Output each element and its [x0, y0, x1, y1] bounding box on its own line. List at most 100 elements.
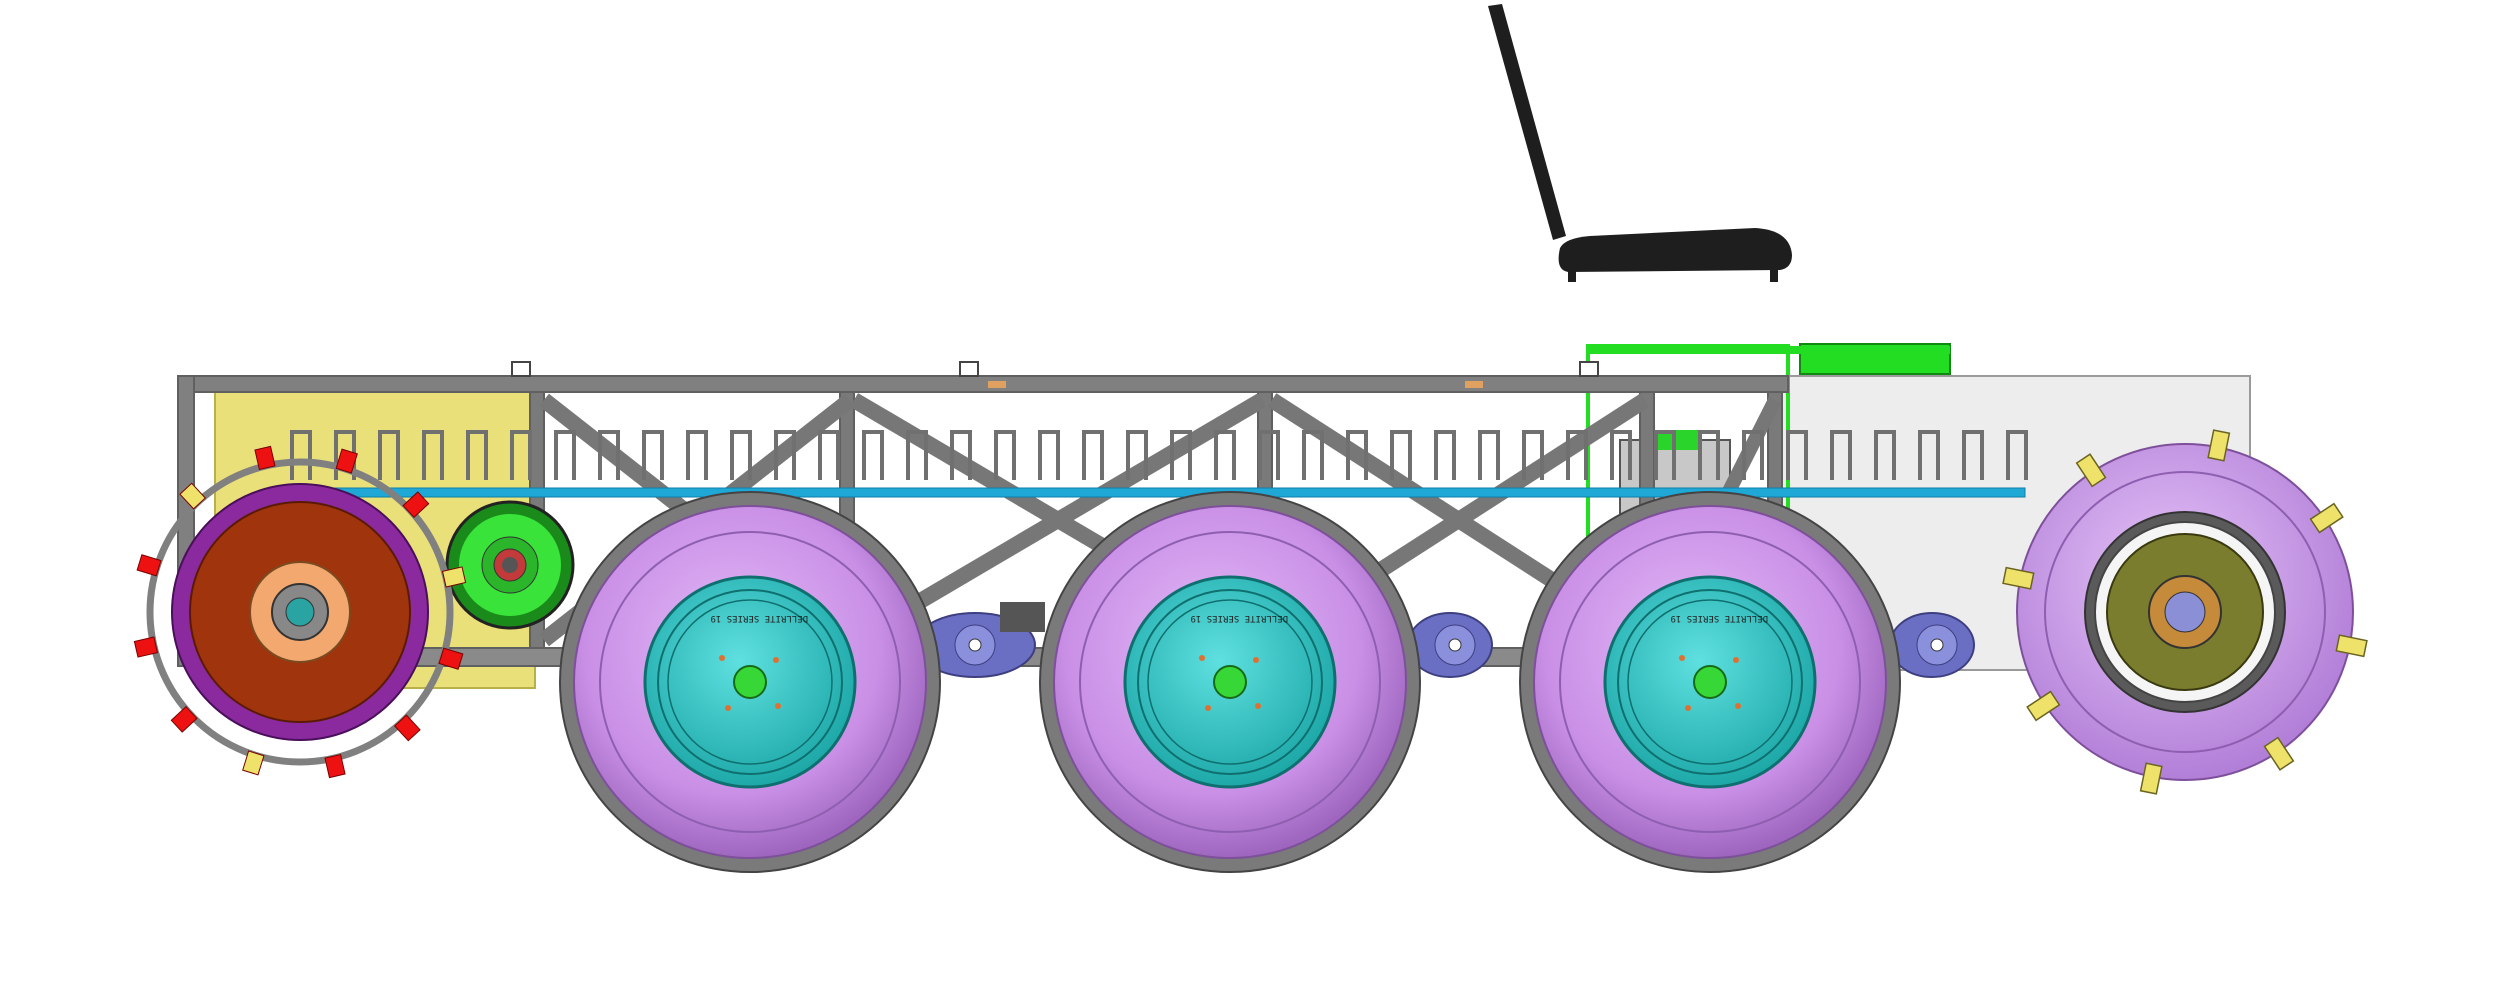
front-cleated-drum-wheel — [133, 445, 467, 779]
drum-cleat — [170, 706, 198, 733]
rack-tooth — [1082, 430, 1104, 434]
rack-tooth — [290, 430, 312, 434]
road-wheel-2: DELLRITE SERIES 19 — [1039, 491, 1421, 873]
hub-ring — [657, 589, 843, 775]
drum-cleat — [324, 753, 346, 779]
rack-tooth — [1390, 430, 1412, 434]
rack-tooth — [1610, 432, 1614, 480]
rack-tooth — [1346, 432, 1350, 480]
rack-tooth — [1126, 432, 1130, 480]
rack-tooth — [1434, 432, 1438, 480]
rear-tire-groove — [2044, 471, 2326, 753]
rack-tooth — [1628, 432, 1632, 480]
rack-tooth — [1302, 432, 1306, 480]
road-wheel-3: DELLRITE SERIES 19 — [1519, 491, 1901, 873]
rack-tooth — [1540, 432, 1544, 480]
rack-tooth — [378, 432, 382, 480]
rear-cleated-wheel — [2002, 429, 2368, 795]
rack-tooth — [598, 430, 620, 434]
rack-tooth — [1786, 430, 1808, 434]
road-wheel-1: DELLRITE SERIES 19 — [559, 491, 941, 873]
drum-cleat — [179, 482, 206, 510]
rack-tooth — [1038, 430, 1060, 434]
rear-cleat — [2263, 736, 2295, 771]
idler-roller-2 — [1407, 612, 1493, 678]
rack-tooth — [1716, 432, 1720, 480]
rack-tooth — [774, 430, 796, 434]
rear-cleat — [2335, 634, 2368, 658]
rack-tooth — [774, 432, 778, 480]
hub-label: DELLRITE SERIES 19 — [1670, 613, 1768, 623]
rack-tooth — [554, 432, 558, 480]
lug-nut — [1255, 703, 1261, 709]
drum-cleat — [242, 750, 265, 776]
rack-tooth — [1698, 432, 1702, 480]
rack-tooth — [2006, 432, 2010, 480]
tire-groove — [599, 531, 901, 833]
rack-tooth — [290, 432, 294, 480]
rack-tooth — [1478, 432, 1482, 480]
rack-tooth — [1830, 432, 1834, 480]
seat-leg — [1568, 268, 1576, 282]
rack-tooth — [1962, 430, 1984, 434]
rack-tooth — [1918, 430, 1940, 434]
rear-cleat — [2026, 690, 2061, 722]
lug-nut — [1199, 655, 1205, 661]
tire-groove — [1559, 531, 1861, 833]
rack-tooth — [1760, 432, 1764, 480]
rack-tooth — [616, 432, 620, 480]
blue-drive-bar — [274, 487, 2026, 498]
rack-tooth — [994, 432, 998, 480]
idler-roller-3 — [1889, 612, 1975, 678]
rack-tooth — [1786, 432, 1790, 480]
rear-cleat — [2075, 453, 2107, 488]
rack-tooth — [1038, 432, 1042, 480]
hub-ring — [1627, 599, 1793, 765]
rack-tooth — [704, 432, 708, 480]
lug-nut — [725, 705, 731, 711]
drum-cleat — [438, 647, 464, 670]
drum-cleat — [136, 554, 162, 577]
rack-tooth — [528, 432, 532, 480]
rack-tooth — [1918, 432, 1922, 480]
rack-tooth — [1848, 432, 1852, 480]
rack-tooth — [1742, 432, 1746, 480]
rack-tooth — [1012, 432, 1016, 480]
rack-tooth — [1874, 432, 1878, 480]
rack-tooth — [906, 432, 910, 480]
rear-cleat — [2002, 566, 2035, 590]
rack-tooth — [792, 432, 796, 480]
rack-tooth — [1654, 432, 1658, 480]
rack-tooth — [334, 430, 356, 434]
hub-label: DELLRITE SERIES 19 — [710, 613, 808, 623]
rear-cleat — [2207, 429, 2231, 462]
rack-tooth — [1056, 432, 1060, 480]
lug-nut — [1679, 655, 1685, 661]
rack-tooth — [378, 430, 400, 434]
rack-tooth — [1830, 430, 1852, 434]
drum-cleat — [402, 491, 430, 518]
hub-center — [733, 665, 767, 699]
hub-ring — [1617, 589, 1803, 775]
rack-tooth — [572, 432, 576, 480]
rack-tooth — [308, 432, 312, 480]
drum-outer-rim — [146, 458, 454, 766]
hub-center — [1693, 665, 1727, 699]
rack-tooth — [1936, 432, 1940, 480]
lug-nut — [1733, 657, 1739, 663]
rack-tooth — [862, 430, 884, 434]
rack-tooth — [748, 432, 752, 480]
rear-cleat — [2139, 762, 2163, 795]
seat-back-icon — [1488, 4, 1566, 240]
tire-groove — [1079, 531, 1381, 833]
rack-tooth — [1566, 432, 1570, 480]
rack-tooth — [686, 432, 690, 480]
rack-tooth — [1144, 432, 1148, 480]
rack-tooth — [396, 432, 400, 480]
lug-nut — [1253, 657, 1259, 663]
lug-nut — [1205, 705, 1211, 711]
seat-leg — [1770, 268, 1778, 282]
lug-nut — [719, 655, 725, 661]
rack-tooth — [1320, 432, 1324, 480]
rack-tooth — [968, 432, 972, 480]
